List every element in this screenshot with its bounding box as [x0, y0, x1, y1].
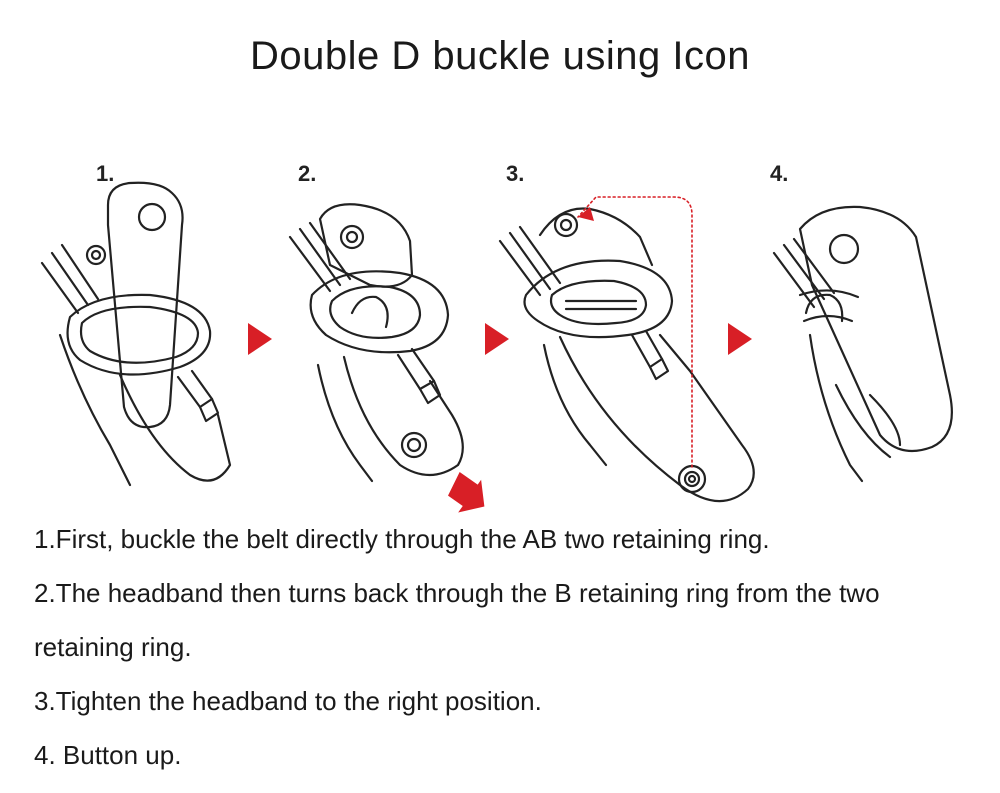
pull-direction-arrow-icon	[448, 472, 485, 513]
arrow-right-icon	[248, 323, 272, 355]
steps-diagram: 1. 2. 3. 4.	[40, 161, 953, 513]
arrow-right-icon	[485, 323, 509, 355]
instruction-step-4: 4. Button up.	[34, 740, 182, 770]
instruction-step-2: 2.The headband then turns back through t…	[34, 578, 880, 662]
step-2-illustration	[288, 203, 464, 483]
arrow-right-icon	[728, 323, 752, 355]
step-2-label: 2.	[298, 161, 316, 186]
step-4-illustration	[772, 205, 953, 483]
step-illustrations: 1. 2. 3. 4.	[0, 145, 1000, 515]
instruction-step-1: 1.First, buckle the belt directly throug…	[34, 524, 770, 554]
page-title: Double D buckle using Icon	[250, 34, 750, 78]
step-1-label: 1.	[96, 161, 114, 186]
step-4-label: 4.	[770, 161, 788, 186]
instruction-step-3: 3.Tighten the headband to the right posi…	[34, 686, 542, 716]
step-1-illustration	[40, 181, 232, 487]
step-3-label: 3.	[506, 161, 524, 186]
path-arrowhead-icon	[578, 207, 594, 221]
step-3-illustration	[498, 196, 755, 503]
instruction-list: 1.First, buckle the belt directly throug…	[34, 512, 974, 782]
